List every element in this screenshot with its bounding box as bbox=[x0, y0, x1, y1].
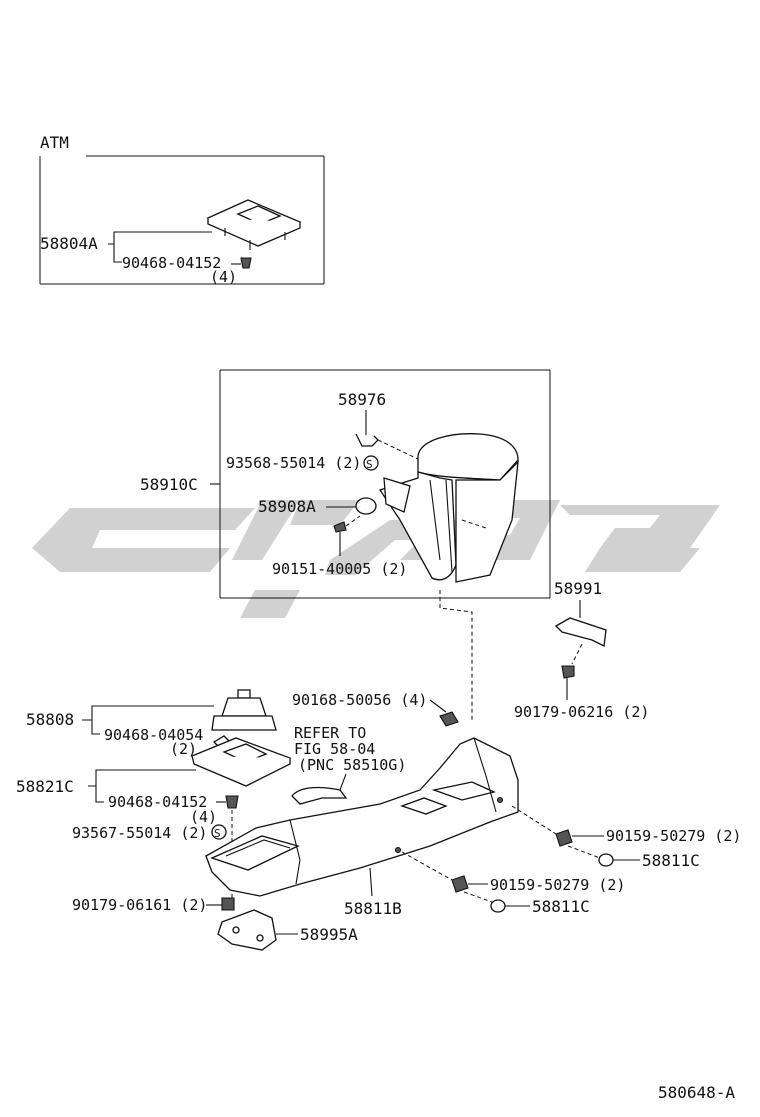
boot-drawing bbox=[211, 689, 277, 731]
console-assy-label: 58910C bbox=[140, 475, 198, 494]
clip-label: 93568-55014 (2) bbox=[226, 454, 361, 472]
cap-b-dash bbox=[463, 891, 493, 903]
nut-bottom-icon bbox=[221, 897, 235, 911]
cap-b-icon bbox=[490, 899, 506, 913]
nut-bottom-label: 90179-06161 (2) bbox=[72, 896, 207, 914]
armrest-box-drawing bbox=[378, 433, 519, 583]
lock-part-drawing bbox=[355, 497, 377, 515]
plate-clip-s-marker bbox=[211, 824, 227, 840]
refer-line-2: FIG 58-04 bbox=[294, 740, 375, 758]
atm-screw-icon bbox=[240, 257, 252, 269]
atm-leader bbox=[108, 231, 212, 263]
bracket-label: 58991 bbox=[554, 579, 602, 598]
screw-b-icon bbox=[451, 875, 469, 893]
screw-dash-line bbox=[345, 515, 361, 527]
hinge-part-drawing bbox=[355, 433, 379, 447]
atm-part-plate-label: 58804A bbox=[40, 234, 98, 253]
front-bolt-leader bbox=[429, 699, 447, 713]
bracket-drawing bbox=[554, 617, 607, 647]
refer-cable-drawing bbox=[291, 786, 348, 805]
rear-bracket-drawing bbox=[217, 909, 277, 951]
bracket-screw-icon bbox=[561, 665, 575, 679]
console-box: 58910C 58976 93568-55014 (2) S 58908A 90… bbox=[140, 369, 551, 722]
atm-screw-qty: (4) bbox=[210, 268, 237, 286]
plate-screw-icon bbox=[225, 795, 239, 809]
plate-screw-label: 90468-04152 bbox=[108, 793, 207, 811]
watermark-logo bbox=[32, 500, 720, 618]
boot-label: 58808 bbox=[26, 710, 74, 729]
console-body-drawing bbox=[205, 737, 519, 897]
plate-clip-label: 93567-55014 (2) bbox=[72, 824, 207, 842]
refer-line-3: (PNC 58510G) bbox=[298, 756, 406, 774]
atm-shift-plate-drawing bbox=[206, 199, 302, 250]
screw-b-label: 90159-50279 (2) bbox=[490, 876, 625, 894]
cap-b-label: 58811C bbox=[532, 897, 590, 916]
plate-clip-s-marker-text: S bbox=[214, 827, 221, 840]
screw-b-dash bbox=[401, 851, 453, 881]
front-bolt-label: 90168-50056 (4) bbox=[292, 691, 427, 709]
atm-part-screw-label: 90468-04152 bbox=[122, 254, 221, 272]
screw-a-icon bbox=[555, 829, 573, 847]
screw-a-dash bbox=[511, 805, 557, 835]
lock-label: 58908A bbox=[258, 497, 316, 516]
bracket-screw-label: 90179-06216 (2) bbox=[514, 703, 649, 721]
plate-screw-qty: (4) bbox=[190, 808, 217, 826]
box-screw-label: 90151-40005 (2) bbox=[272, 560, 407, 578]
hinge-label: 58976 bbox=[338, 390, 386, 409]
box-screw-icon bbox=[333, 521, 347, 533]
shift-plate-label: 58821C bbox=[16, 777, 74, 796]
clip-s-marker-text: S bbox=[366, 458, 373, 471]
atm-box: ATM 58804A 90468-04152 (4) bbox=[39, 133, 325, 286]
shift-plate-drawing bbox=[190, 737, 292, 787]
cap-a-icon bbox=[598, 853, 614, 867]
bracket-dash bbox=[571, 643, 583, 665]
refer-line-1: REFER TO bbox=[294, 724, 366, 742]
box-to-console-dash bbox=[439, 590, 473, 722]
console-body-label: 58811B bbox=[344, 899, 402, 918]
boot-screw-label: 90468-04054 bbox=[104, 726, 203, 744]
rear-bracket-label: 58995A bbox=[300, 925, 358, 944]
clip-s-marker bbox=[363, 455, 379, 471]
screw-a-label: 90159-50279 (2) bbox=[606, 827, 741, 845]
atm-title: ATM bbox=[40, 133, 69, 152]
cap-a-dash bbox=[567, 845, 601, 859]
boot-leader bbox=[82, 705, 214, 735]
figure-id: 580648-A bbox=[658, 1083, 735, 1102]
front-bolt-icon bbox=[439, 711, 459, 727]
refer-leader bbox=[339, 773, 347, 791]
cap-a-label: 58811C bbox=[642, 851, 700, 870]
hinge-dash-line bbox=[377, 439, 421, 461]
console-body-leader bbox=[369, 867, 373, 897]
shift-plate-leader bbox=[88, 769, 196, 803]
boot-qty: (2) bbox=[170, 740, 197, 758]
